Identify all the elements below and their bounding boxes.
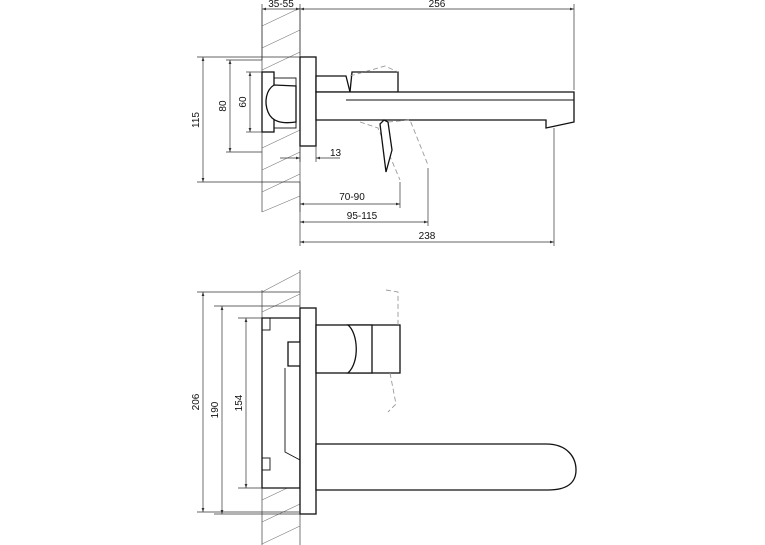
dim-height-outer: 115 <box>191 112 202 128</box>
dim-body-height: 60 <box>238 96 249 108</box>
top-view: 35-55 256 115 80 60 13 70-90 95-115 238 <box>191 0 575 246</box>
dim-lever-swing: 95-115 <box>347 211 378 222</box>
spout-side <box>315 443 577 491</box>
dim-spout-length: 238 <box>419 231 436 242</box>
top-dimension-lines <box>197 4 575 246</box>
dim-lever-length: 70-90 <box>339 192 365 203</box>
dim-box-height: 190 <box>210 401 221 418</box>
spout-top <box>315 91 575 129</box>
dim-spout-reach: 256 <box>429 0 446 10</box>
lever-ghost-side <box>385 289 399 413</box>
dim-plate-height: 206 <box>191 393 202 410</box>
dim-wall-offset: 35-55 <box>268 0 294 10</box>
cover-plate-top <box>299 56 317 147</box>
side-view: 206 190 154 <box>191 270 577 545</box>
concealed-body-top <box>261 71 297 133</box>
lever-ghost-positions <box>349 65 429 181</box>
dim-inner-height: 154 <box>234 394 245 411</box>
dim-cover-plate: 80 <box>218 100 229 112</box>
cover-plate-side <box>299 307 317 515</box>
lever-top <box>315 75 351 93</box>
dim-plate-thickness: 13 <box>330 148 342 159</box>
concealed-box-side <box>261 317 301 489</box>
side-dimension-lines <box>197 291 300 515</box>
